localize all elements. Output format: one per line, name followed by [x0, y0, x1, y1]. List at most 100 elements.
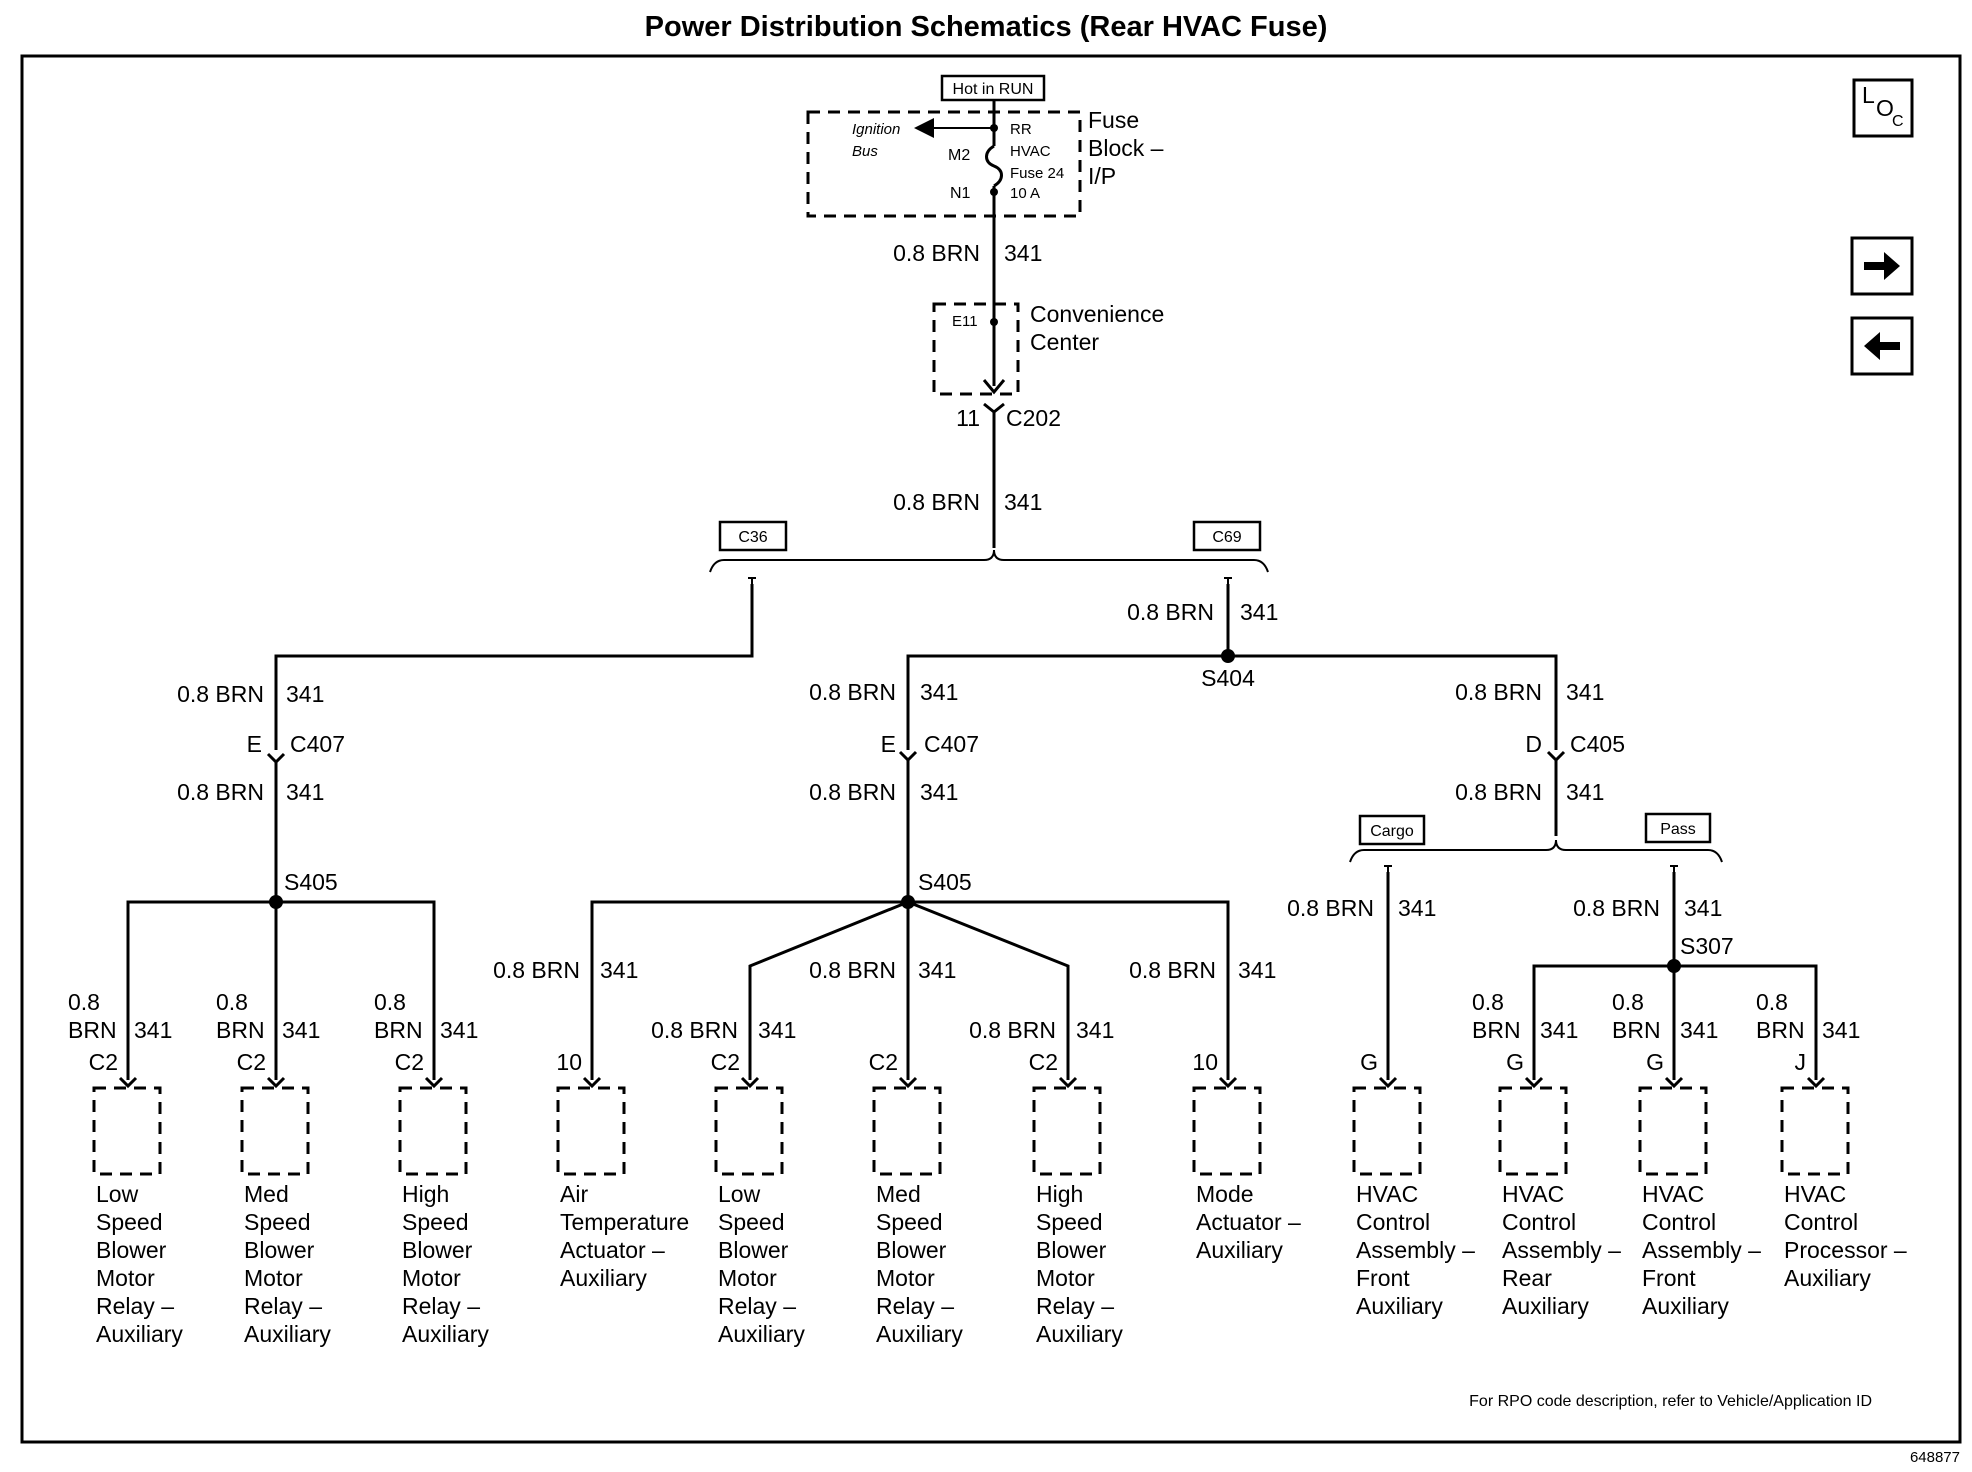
svg-text:BRN: BRN [1756, 1017, 1805, 1043]
wire-circuit: 341 [1566, 779, 1604, 805]
svg-text:BRN: BRN [68, 1017, 117, 1043]
component-label: Auxiliary [1356, 1293, 1443, 1319]
connector-arrow [424, 1076, 444, 1089]
fuse-pin-m2: M2 [948, 147, 970, 164]
svg-text:0.8: 0.8 [216, 989, 248, 1015]
connector-arrow [740, 1076, 760, 1089]
svg-text:341: 341 [1076, 1017, 1114, 1043]
fuse-block-outline [806, 110, 1082, 218]
component-label: Control [1784, 1209, 1858, 1235]
svg-text:RR: RR [1010, 121, 1032, 138]
svg-text:341: 341 [282, 1017, 320, 1043]
component-label: Relay – [244, 1293, 322, 1319]
c202-connector [983, 402, 1005, 414]
svg-text:BRN: BRN [1472, 1017, 1521, 1043]
svg-text:341: 341 [1238, 957, 1276, 983]
svg-text:Fuse 24: Fuse 24 [1010, 165, 1064, 182]
component-outline [92, 1086, 162, 1176]
component-outline [1780, 1086, 1850, 1176]
splice-label: S404 [1201, 665, 1255, 691]
component-label: Auxiliary [718, 1321, 805, 1347]
c405-connector [1546, 750, 1566, 763]
c202-pin: 11 [956, 405, 980, 431]
component-label: Motor [244, 1265, 303, 1291]
component-label: Speed [1036, 1209, 1103, 1235]
component-label: Auxiliary [560, 1265, 647, 1291]
wire-label: 0.8 BRN [1455, 679, 1542, 705]
component-label: Auxiliary [402, 1321, 489, 1347]
component-label: Control [1642, 1209, 1716, 1235]
connector-pin: G [1360, 1049, 1378, 1075]
component-outline [872, 1086, 942, 1176]
fuse-block-name: Fuse Block – I/P [1088, 107, 1164, 189]
splice-label: S307 [1680, 933, 1734, 959]
wire-label: 0.8 BRN [893, 489, 980, 515]
component-label: Motor [876, 1265, 935, 1291]
wire-label: 0.8 BRN [1573, 895, 1660, 921]
svg-text:0.8: 0.8 [1612, 989, 1644, 1015]
svg-text:I/P: I/P [1088, 163, 1116, 189]
svg-text:0.8: 0.8 [68, 989, 100, 1015]
component-label: Speed [96, 1209, 163, 1235]
c407-mid-connector [898, 750, 918, 763]
svg-text:341: 341 [1540, 1017, 1578, 1043]
wire-circuit: 341 [920, 679, 958, 705]
connector-arrow [1218, 1076, 1238, 1089]
component-label: Relay – [718, 1293, 796, 1319]
convenience-center-name: Convenience Center [1030, 301, 1164, 355]
connector-arrow [1058, 1076, 1078, 1089]
component-outline [1352, 1086, 1422, 1176]
page-title: Power Distribution Schematics (Rear HVAC… [645, 11, 1328, 43]
component-outline [1638, 1086, 1708, 1176]
component-label: Control [1356, 1209, 1430, 1235]
component-outline [1498, 1086, 1568, 1176]
svg-text:0.8 BRN: 0.8 BRN [969, 1017, 1056, 1043]
component-label: Med [876, 1181, 921, 1207]
ignition-bus-label: Ignition Bus [852, 121, 900, 160]
arrow-right-icon[interactable] [1850, 236, 1914, 296]
svg-text:0.8: 0.8 [1756, 989, 1788, 1015]
svg-text:L: L [1862, 82, 1875, 108]
connector-arrow [982, 379, 1006, 395]
svg-text:Convenience: Convenience [1030, 301, 1164, 327]
svg-text:341: 341 [918, 957, 956, 983]
c407-mid-pin: E [881, 731, 896, 757]
connector-pin: 10 [1192, 1049, 1218, 1075]
wire-circuit: 341 [920, 779, 958, 805]
arrow-left-icon[interactable] [1850, 316, 1914, 376]
connector-arrow [266, 1076, 286, 1089]
svg-text:341: 341 [440, 1017, 478, 1043]
component-outline [1192, 1086, 1262, 1176]
component-label: HVAC [1642, 1181, 1704, 1207]
wire-circuit: 341 [286, 681, 324, 707]
connector-pin: G [1506, 1049, 1524, 1075]
convenience-center-outline [932, 302, 1020, 396]
svg-text:341: 341 [134, 1017, 172, 1043]
component-label: Air [560, 1181, 588, 1207]
component-label: Relay – [402, 1293, 480, 1319]
component-label: Med [244, 1181, 289, 1207]
svg-text:0.8: 0.8 [374, 989, 406, 1015]
component-label: Relay – [1036, 1293, 1114, 1319]
component-label: Speed [718, 1209, 785, 1235]
connector-arrow [898, 1076, 918, 1089]
svg-text:C69: C69 [1212, 529, 1241, 546]
location-icon[interactable]: L O C [1852, 78, 1914, 138]
footer-note: For RPO code description, refer to Vehic… [1469, 1393, 1872, 1410]
option-pass: Pass [1644, 812, 1712, 844]
fuse-label: RR HVAC Fuse 24 10 A [1010, 121, 1064, 202]
option-c69: C69 [1192, 520, 1262, 552]
svg-text:10 A: 10 A [1010, 185, 1040, 202]
svg-text:341: 341 [758, 1017, 796, 1043]
component-label: Blower [876, 1237, 947, 1263]
component-label: Auxiliary [876, 1321, 963, 1347]
component-label: Front [1642, 1265, 1696, 1291]
svg-text:HVAC: HVAC [1010, 143, 1051, 160]
